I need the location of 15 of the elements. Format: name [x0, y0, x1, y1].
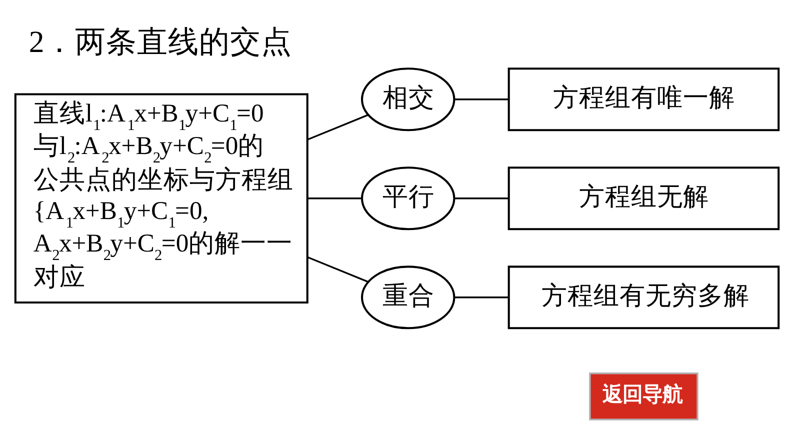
node-box: 方程组无解 [508, 166, 780, 230]
node-box: 方程组有唯一解 [508, 67, 780, 131]
node-ellipse: 平行 [360, 166, 456, 230]
label: 返回导航 [602, 381, 683, 406]
node-box: 直线l$_{1}$:A$_{1}$x+B$_{1}$y+C$_{1}$=0与l$_{2}$:A$_{2}$x+B$_{2}$y+C$_{2}$=0的公共点的坐标与方程组{A$_{1}$x+B$_{1}$y+C$_{1}$=0, A$_{2}$x+B$_{2}$y+C$_{2}$=0的解一一对应 [14, 92, 308, 304]
connector [454, 296, 508, 298]
connector [454, 197, 508, 199]
connector [307, 114, 368, 140]
node-box: 方程组有无穷多解 [508, 265, 780, 329]
node-ellipse: 重合 [360, 265, 456, 329]
diagram-title: 2．两条直线的交点 [28, 24, 292, 59]
connector [307, 197, 362, 199]
connector [454, 98, 508, 100]
connector [307, 256, 368, 282]
node-ellipse: 相交 [360, 67, 456, 131]
